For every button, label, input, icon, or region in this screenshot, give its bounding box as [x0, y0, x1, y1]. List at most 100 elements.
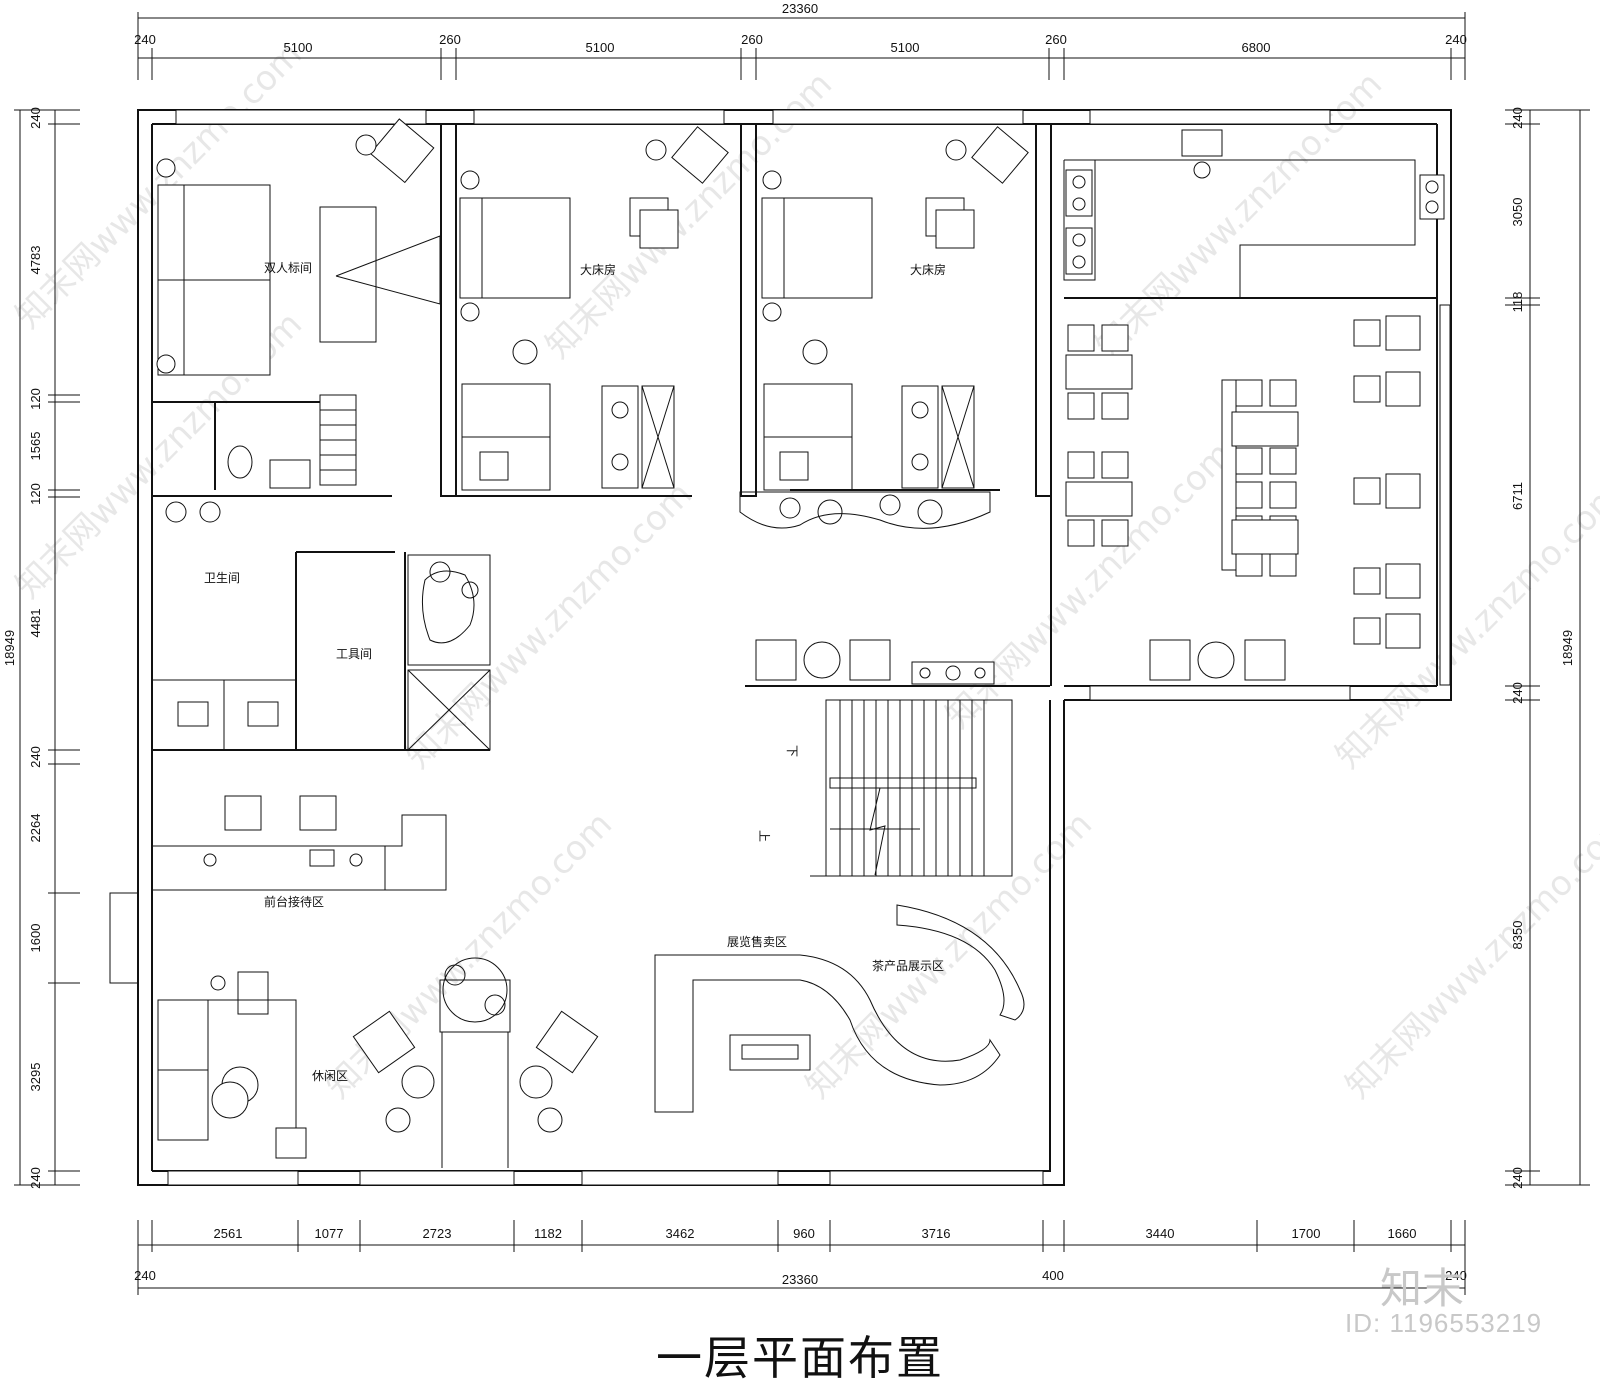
- dining-chair: [1353, 617, 1381, 645]
- top-dimension-chain: 23360 240 5100 260 5100 260 5100 260 680…: [134, 1, 1467, 80]
- dimension-label: 5100: [891, 40, 920, 55]
- dining-chair: [1235, 447, 1263, 475]
- dining-chair: [1235, 481, 1263, 509]
- dimension-label: 1660: [1388, 1226, 1417, 1241]
- lounge-furniture: [157, 957, 599, 1168]
- right-total-dimension: 18949: [1560, 630, 1575, 666]
- watermark-text: 知末网www.znzmo.com: [398, 474, 700, 776]
- armchair: [369, 118, 435, 184]
- dining-chair: [1269, 481, 1297, 509]
- exhibition-display: [654, 639, 1025, 1113]
- stair-down-label: 下: [785, 745, 799, 757]
- dimension-label: 240: [1510, 682, 1525, 704]
- display-table: [729, 1034, 811, 1071]
- dimension-label: 260: [439, 32, 461, 47]
- king-room-1-furniture: [459, 126, 729, 491]
- display-counter: [654, 954, 1001, 1113]
- dimension-label: 240: [1445, 32, 1467, 47]
- dimension-label: 120: [28, 388, 43, 410]
- room-label-twin: 双人标间: [264, 261, 312, 275]
- coffee-table: [1197, 641, 1235, 679]
- dimension-label: 3716: [922, 1226, 951, 1241]
- dining-table: [1065, 354, 1133, 390]
- dimension-label: 1077: [315, 1226, 344, 1241]
- room-label-king-2: 大床房: [910, 262, 946, 277]
- dining-table: [1385, 613, 1421, 649]
- room-label-tea-display: 茶产品展示区: [872, 958, 944, 973]
- dining-chair: [1269, 447, 1297, 475]
- dining-chair: [1067, 324, 1095, 352]
- armchair: [849, 639, 891, 681]
- dimension-label: 2723: [423, 1226, 452, 1241]
- dining-chair: [1101, 519, 1129, 547]
- dining-chair: [1067, 392, 1095, 420]
- chair: [224, 795, 262, 831]
- dimension-label: 3462: [666, 1226, 695, 1241]
- dimension-label: 240: [134, 32, 156, 47]
- reception-desk: [109, 795, 447, 984]
- twin-bathroom-fixtures: [165, 394, 357, 523]
- dining-table: [1231, 519, 1299, 555]
- dimension-label: 240: [1510, 1167, 1525, 1189]
- image-id-watermark: ID: 1196553219: [1345, 1308, 1543, 1338]
- dining-chair: [1269, 379, 1297, 407]
- king-room-2-furniture: [761, 126, 1029, 491]
- bottom-total-dimension: 23360: [782, 1272, 818, 1287]
- dining-furniture: [1065, 304, 1451, 686]
- dimension-label: 1182: [534, 1226, 562, 1241]
- armchair: [971, 126, 1029, 184]
- room-labels: 双人标间 大床房 大床房 卫生间 工具间 前台接待区 展览售卖区 茶产品展示区 …: [204, 261, 946, 1083]
- dining-table: [1385, 371, 1421, 407]
- plan-title: 一层平面布置: [656, 1331, 944, 1385]
- room-label-lounge: 休闲区: [312, 1069, 348, 1083]
- armchair: [1149, 639, 1191, 681]
- dimension-label: 4481: [28, 609, 43, 638]
- chair: [237, 971, 269, 1015]
- dimension-label: 240: [1445, 1268, 1467, 1283]
- exterior-walls: [137, 109, 1452, 1186]
- dimension-label: 120: [28, 483, 43, 505]
- restroom-fixtures: [177, 701, 279, 727]
- dining-chair: [1353, 567, 1381, 595]
- dining-table: [1385, 563, 1421, 599]
- room-label-restroom: 卫生间: [204, 571, 240, 585]
- dining-table: [1065, 481, 1133, 517]
- dining-chair: [1353, 477, 1381, 505]
- dining-chair: [1353, 319, 1381, 347]
- dimension-label: 118: [1510, 292, 1525, 313]
- sink: [269, 459, 311, 489]
- twin-room-furniture: [156, 118, 441, 376]
- dining-table: [1385, 315, 1421, 351]
- dimension-label: 8350: [1510, 921, 1525, 950]
- room-label-king-1: 大床房: [580, 262, 616, 277]
- right-dimension-chain: 240 3050 118 6711 240 8350 240 18949: [1505, 107, 1590, 1189]
- armchair: [535, 1010, 599, 1074]
- left-total-dimension: 18949: [2, 630, 17, 666]
- dimension-label: 5100: [586, 40, 615, 55]
- dimension-label: 6800: [1242, 40, 1271, 55]
- squat-toilet: [177, 701, 209, 727]
- armchair: [1244, 639, 1286, 681]
- dimension-label: 2264: [28, 814, 43, 843]
- dimension-label: 1600: [28, 924, 43, 953]
- watermark-text: 知末网www.znzmo.com: [1338, 804, 1600, 1106]
- staircase: 下 上: [757, 699, 1013, 877]
- kitchen-counters: [1063, 129, 1445, 298]
- planter-strip: [739, 491, 991, 529]
- dimension-label: 240: [28, 1167, 43, 1189]
- dimension-label: 2561: [214, 1226, 243, 1241]
- dimension-label: 5100: [284, 40, 313, 55]
- room-label-tool-room: 工具间: [336, 647, 372, 661]
- dimension-label: 3295: [28, 1063, 43, 1092]
- brand-logo-watermark: 知末: [1380, 1264, 1465, 1313]
- dimension-label: 400: [1042, 1268, 1064, 1283]
- dimension-label: 240: [1510, 107, 1525, 129]
- dimension-label: 3050: [1510, 198, 1525, 227]
- dining-chair: [1067, 451, 1095, 479]
- dimension-label: 240: [134, 1268, 156, 1283]
- room-label-exhibition: 展览售卖区: [727, 934, 787, 949]
- stair-up-label: 上: [757, 830, 771, 842]
- dining-chair: [1235, 379, 1263, 407]
- left-dimension-chain: 240 4783 120 1565 120 4481 240 2264 1600…: [2, 107, 80, 1189]
